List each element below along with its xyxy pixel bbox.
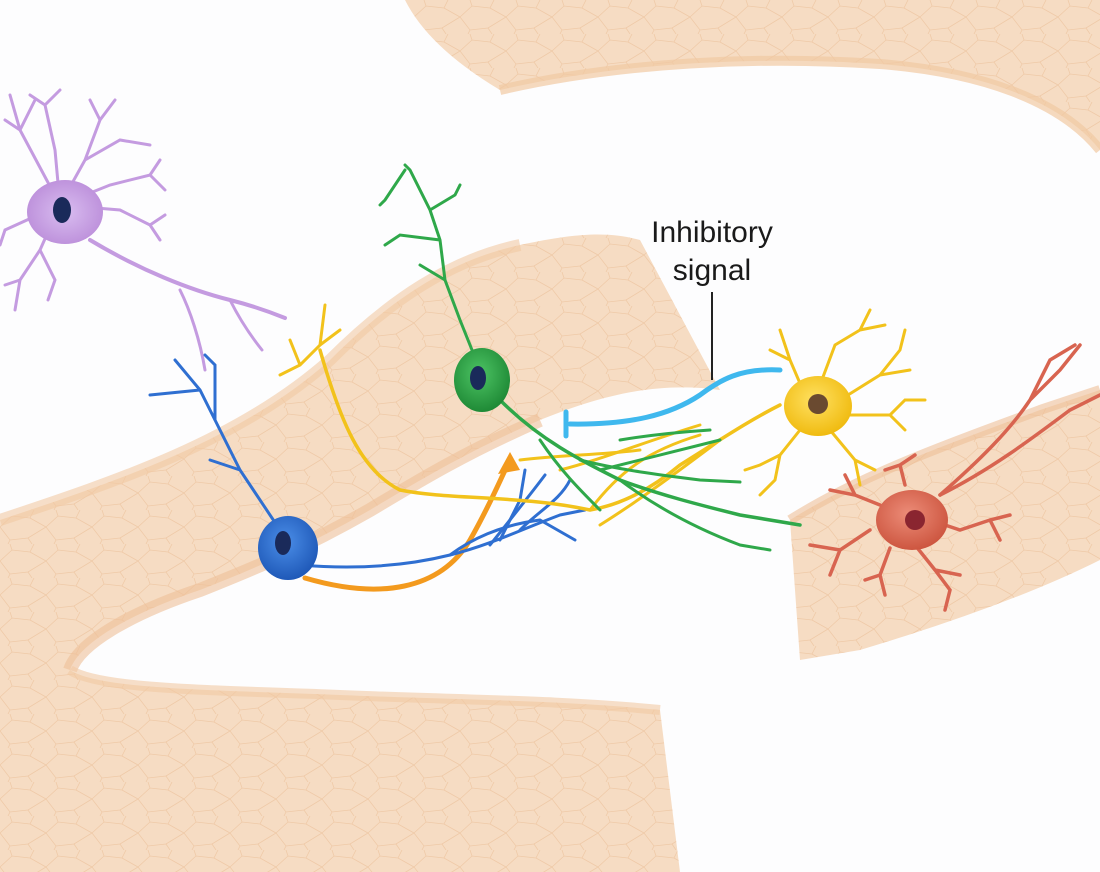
red-neuron-nucleus [905, 510, 925, 530]
green-neuron-nucleus [470, 366, 486, 390]
yellow-neuron [278, 303, 927, 527]
inhibitory-connection [563, 367, 783, 439]
yellow-neuron-nucleus [808, 394, 828, 414]
annotation-label-line1: Inhibitory [651, 216, 773, 249]
purple-neuron [0, 88, 287, 372]
inhibitory-signal-annotation: Inhibitory signal [651, 216, 773, 380]
annotation-label-line2: signal [673, 254, 751, 287]
green-neuron [378, 163, 802, 552]
purple-neuron-nucleus [53, 197, 71, 223]
red-neuron [808, 343, 1100, 612]
blue-neuron-nucleus [275, 531, 291, 555]
